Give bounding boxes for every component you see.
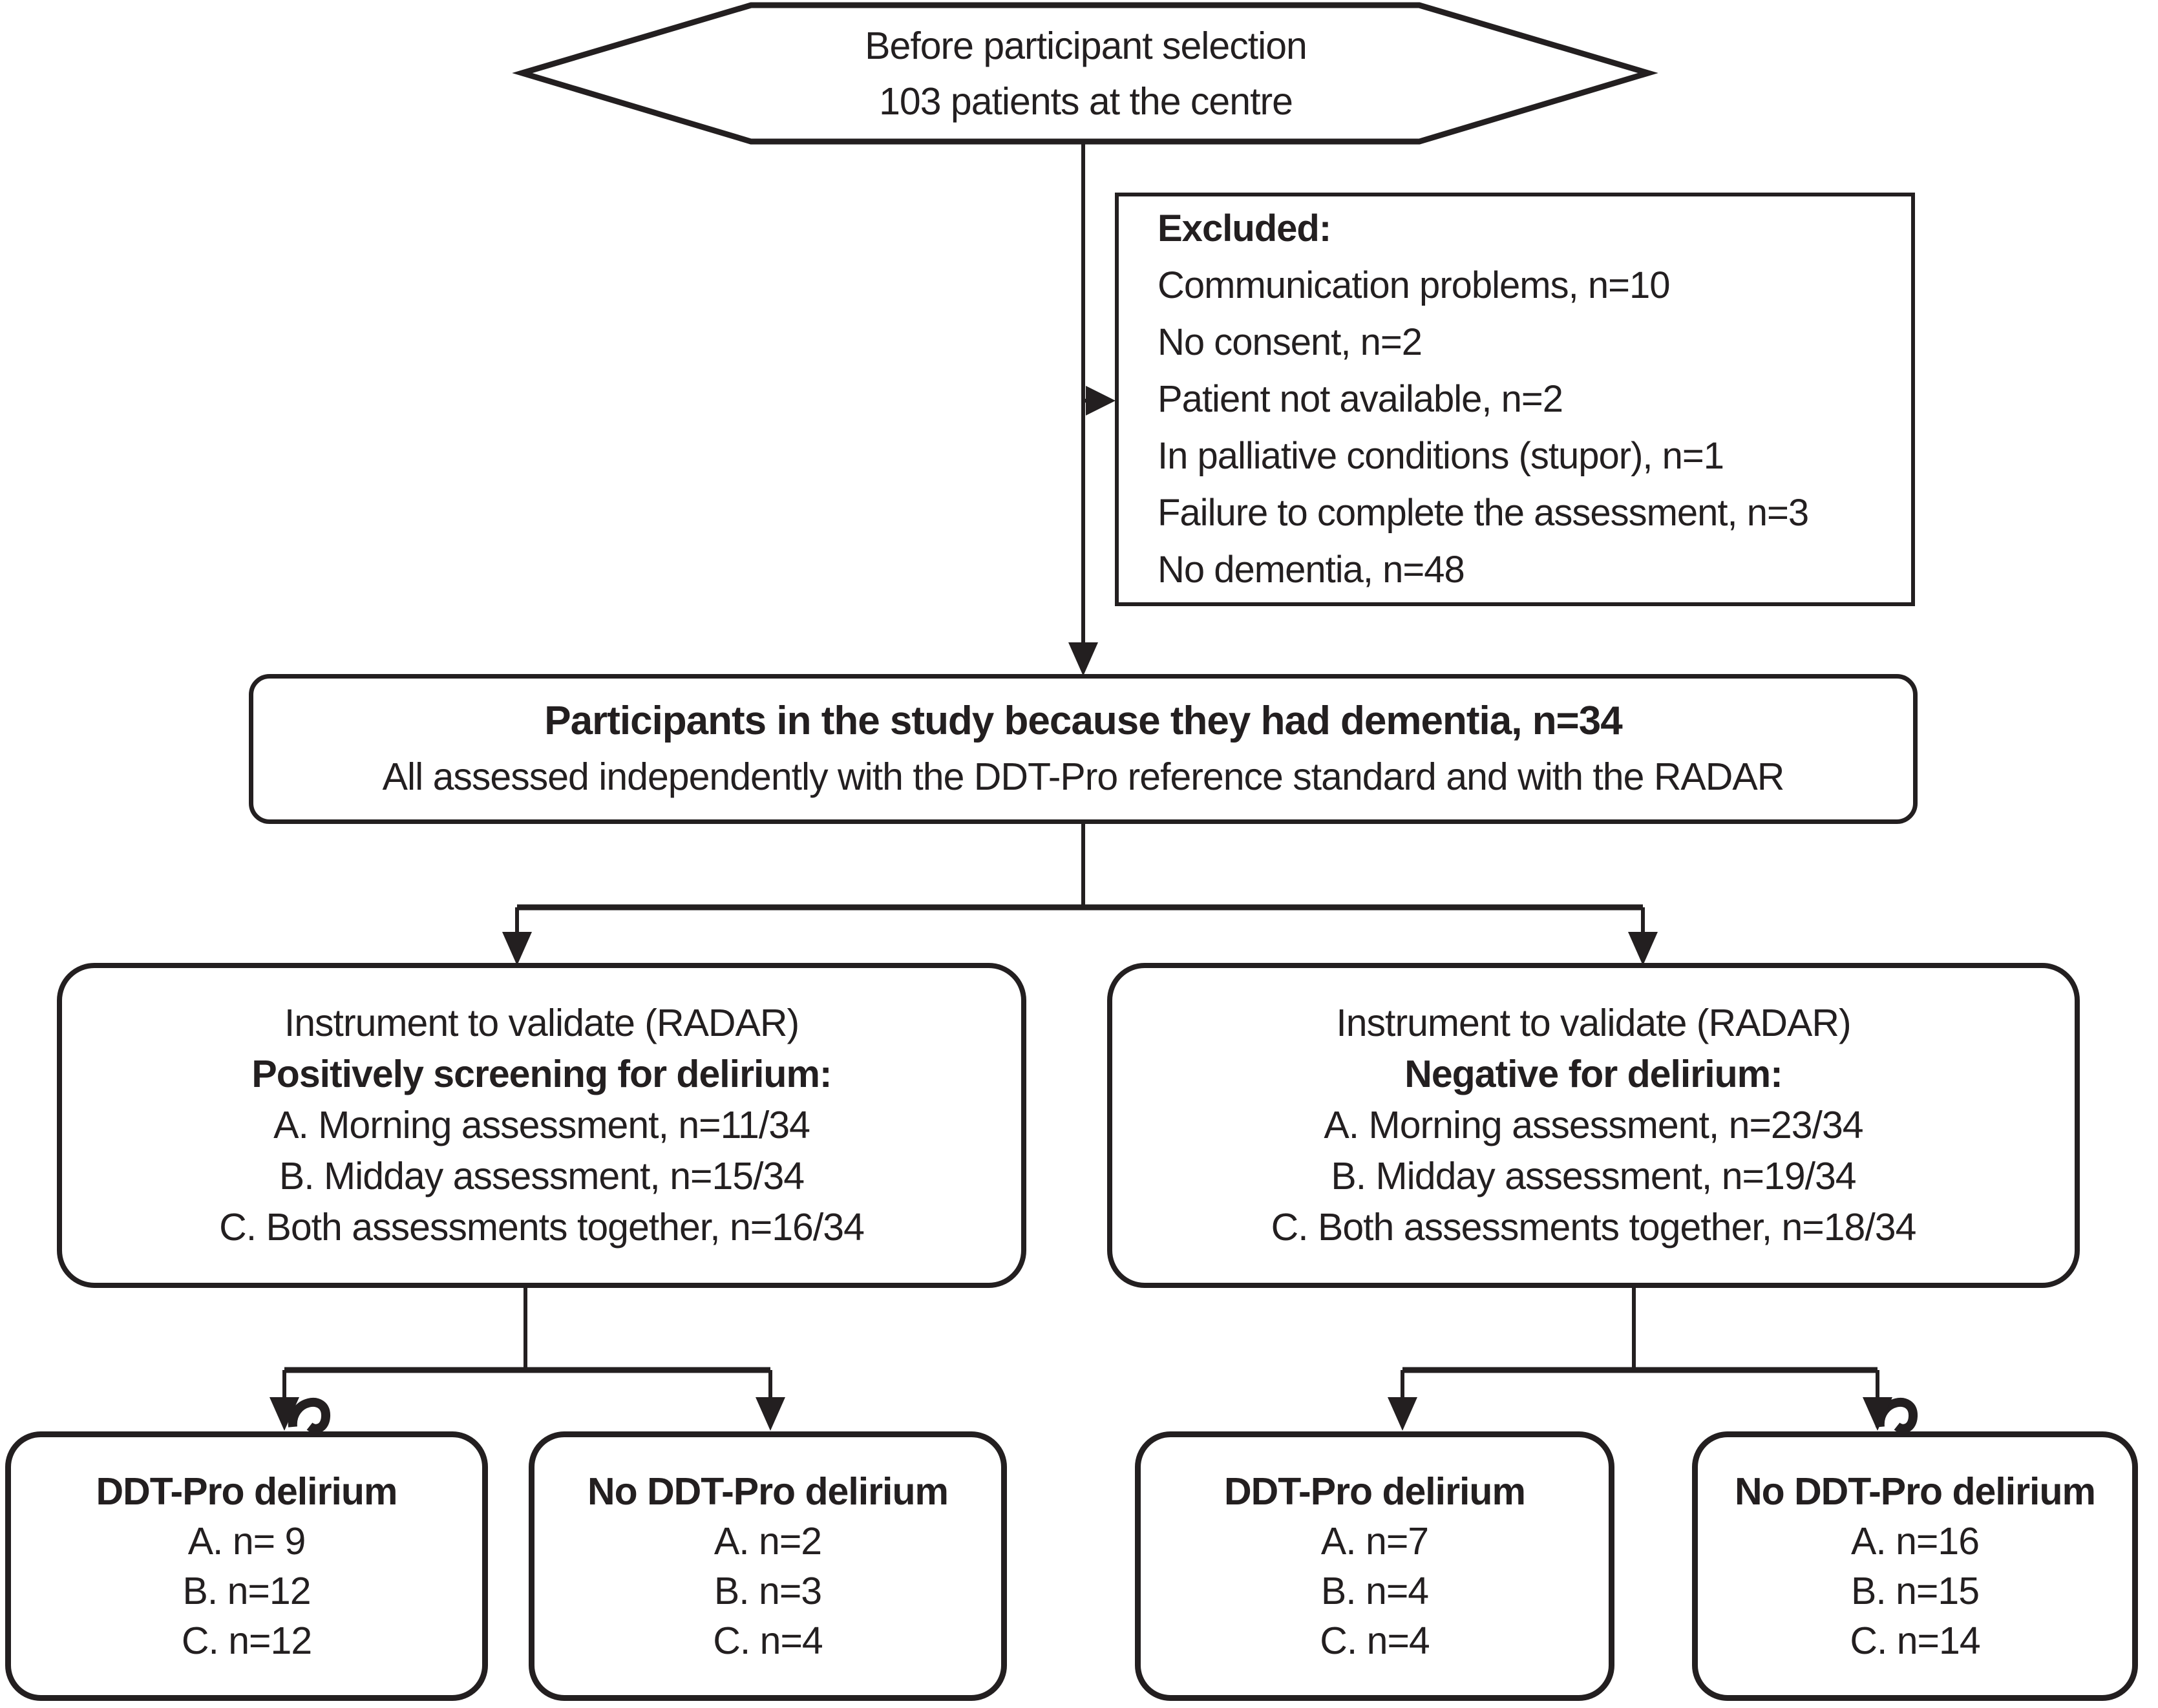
outcome-title: No DDT-Pro delirium bbox=[1735, 1470, 2096, 1513]
outcome-item: B. n=3 bbox=[714, 1569, 822, 1612]
arrowhead-into-outcome-4 bbox=[1863, 1397, 1892, 1431]
participants-box: Participants in the study because they h… bbox=[249, 674, 1918, 824]
radar-positive-item: A. Morning assessment, n=11/34 bbox=[273, 1104, 810, 1146]
outcome-item: A. n=7 bbox=[1320, 1519, 1429, 1563]
outcome-item: B. n=12 bbox=[182, 1569, 311, 1612]
radar-positive-heading: Instrument to validate (RADAR) bbox=[284, 1002, 799, 1044]
arrowhead-into-outcome-2 bbox=[756, 1397, 785, 1431]
radar-negative-item: C. Both assessments together, n=18/34 bbox=[1271, 1206, 1917, 1249]
participants-subtitle: All assessed independently with the DDT-… bbox=[382, 755, 1785, 798]
radar-positive-subheading: Positively screening for delirium: bbox=[251, 1053, 832, 1095]
outcome-title: DDT-Pro delirium bbox=[96, 1470, 398, 1513]
outcome-item: C. n=4 bbox=[1320, 1619, 1430, 1662]
outcome-title: DDT-Pro delirium bbox=[1224, 1470, 1526, 1513]
outcome-box-no-ddtpro-delirium-positive: No DDT-Pro delirium A. n=2 B. n=3 C. n=4 bbox=[529, 1431, 1007, 1701]
outcome-box-ddtpro-delirium-negative: DDT-Pro delirium A. n=7 B. n=4 C. n=4 bbox=[1135, 1431, 1614, 1701]
excluded-item: Failure to complete the assessment, n=3 bbox=[1158, 492, 1809, 534]
outcome-item: C. n=14 bbox=[1850, 1619, 1980, 1662]
excluded-title: Excluded: bbox=[1158, 207, 1331, 249]
outcome-item: A. n=2 bbox=[714, 1519, 822, 1563]
arrowhead-into-left-radar bbox=[502, 932, 532, 965]
excluded-item: Patient not available, n=2 bbox=[1158, 378, 1563, 420]
arrowhead-into-excluded bbox=[1086, 386, 1116, 416]
excluded-item: No dementia, n=48 bbox=[1158, 549, 1465, 591]
excluded-item: Communication problems, n=10 bbox=[1158, 264, 1670, 306]
radar-positive-item: C. Both assessments together, n=16/34 bbox=[219, 1206, 865, 1249]
outcome-item: B. n=15 bbox=[1850, 1569, 1980, 1612]
radar-negative-subheading: Negative for delirium: bbox=[1404, 1053, 1783, 1095]
radar-negative-item: A. Morning assessment, n=23/34 bbox=[1324, 1104, 1863, 1146]
outcome-item: A. n=16 bbox=[1850, 1519, 1980, 1563]
excluded-item: In palliative conditions (stupor), n=1 bbox=[1158, 435, 1724, 477]
outcome-item: C. n=12 bbox=[181, 1619, 312, 1662]
start-node: Before participant selection 103 patient… bbox=[711, 5, 1461, 142]
radar-negative-item: B. Midday assessment, n=19/34 bbox=[1331, 1155, 1856, 1197]
radar-negative-box: Instrument to validate (RADAR) Negative … bbox=[1107, 963, 2080, 1288]
hook-curl-left-icon bbox=[288, 1397, 330, 1433]
outcome-item: B. n=4 bbox=[1320, 1569, 1429, 1612]
excluded-item: No consent, n=2 bbox=[1158, 321, 1423, 363]
radar-positive-item: B. Midday assessment, n=15/34 bbox=[279, 1155, 805, 1197]
arrowhead-into-participants bbox=[1068, 642, 1098, 676]
outcome-item: C. n=4 bbox=[713, 1619, 823, 1662]
arrowhead-into-outcome-1 bbox=[270, 1397, 299, 1431]
start-node-line2: 103 patients at the centre bbox=[879, 79, 1293, 123]
outcome-item: A. n= 9 bbox=[187, 1519, 306, 1563]
excluded-box: Excluded: Communication problems, n=10 N… bbox=[1115, 193, 1915, 606]
hexagon-shape bbox=[512, 2, 1658, 145]
outcome-box-no-ddtpro-delirium-negative: No DDT-Pro delirium A. n=16 B. n=15 C. n… bbox=[1692, 1431, 2138, 1701]
outcome-title: No DDT-Pro delirium bbox=[587, 1470, 949, 1513]
arrowhead-into-outcome-3 bbox=[1388, 1397, 1417, 1431]
arrowhead-into-right-radar bbox=[1628, 932, 1658, 965]
participants-title: Participants in the study because they h… bbox=[544, 699, 1622, 743]
start-node-line1: Before participant selection bbox=[865, 24, 1307, 67]
radar-positive-box: Instrument to validate (RADAR) Positivel… bbox=[57, 963, 1026, 1288]
radar-negative-heading: Instrument to validate (RADAR) bbox=[1336, 1002, 1851, 1044]
outcome-box-ddtpro-delirium-positive: DDT-Pro delirium A. n= 9 B. n=12 C. n=12 bbox=[5, 1431, 488, 1701]
